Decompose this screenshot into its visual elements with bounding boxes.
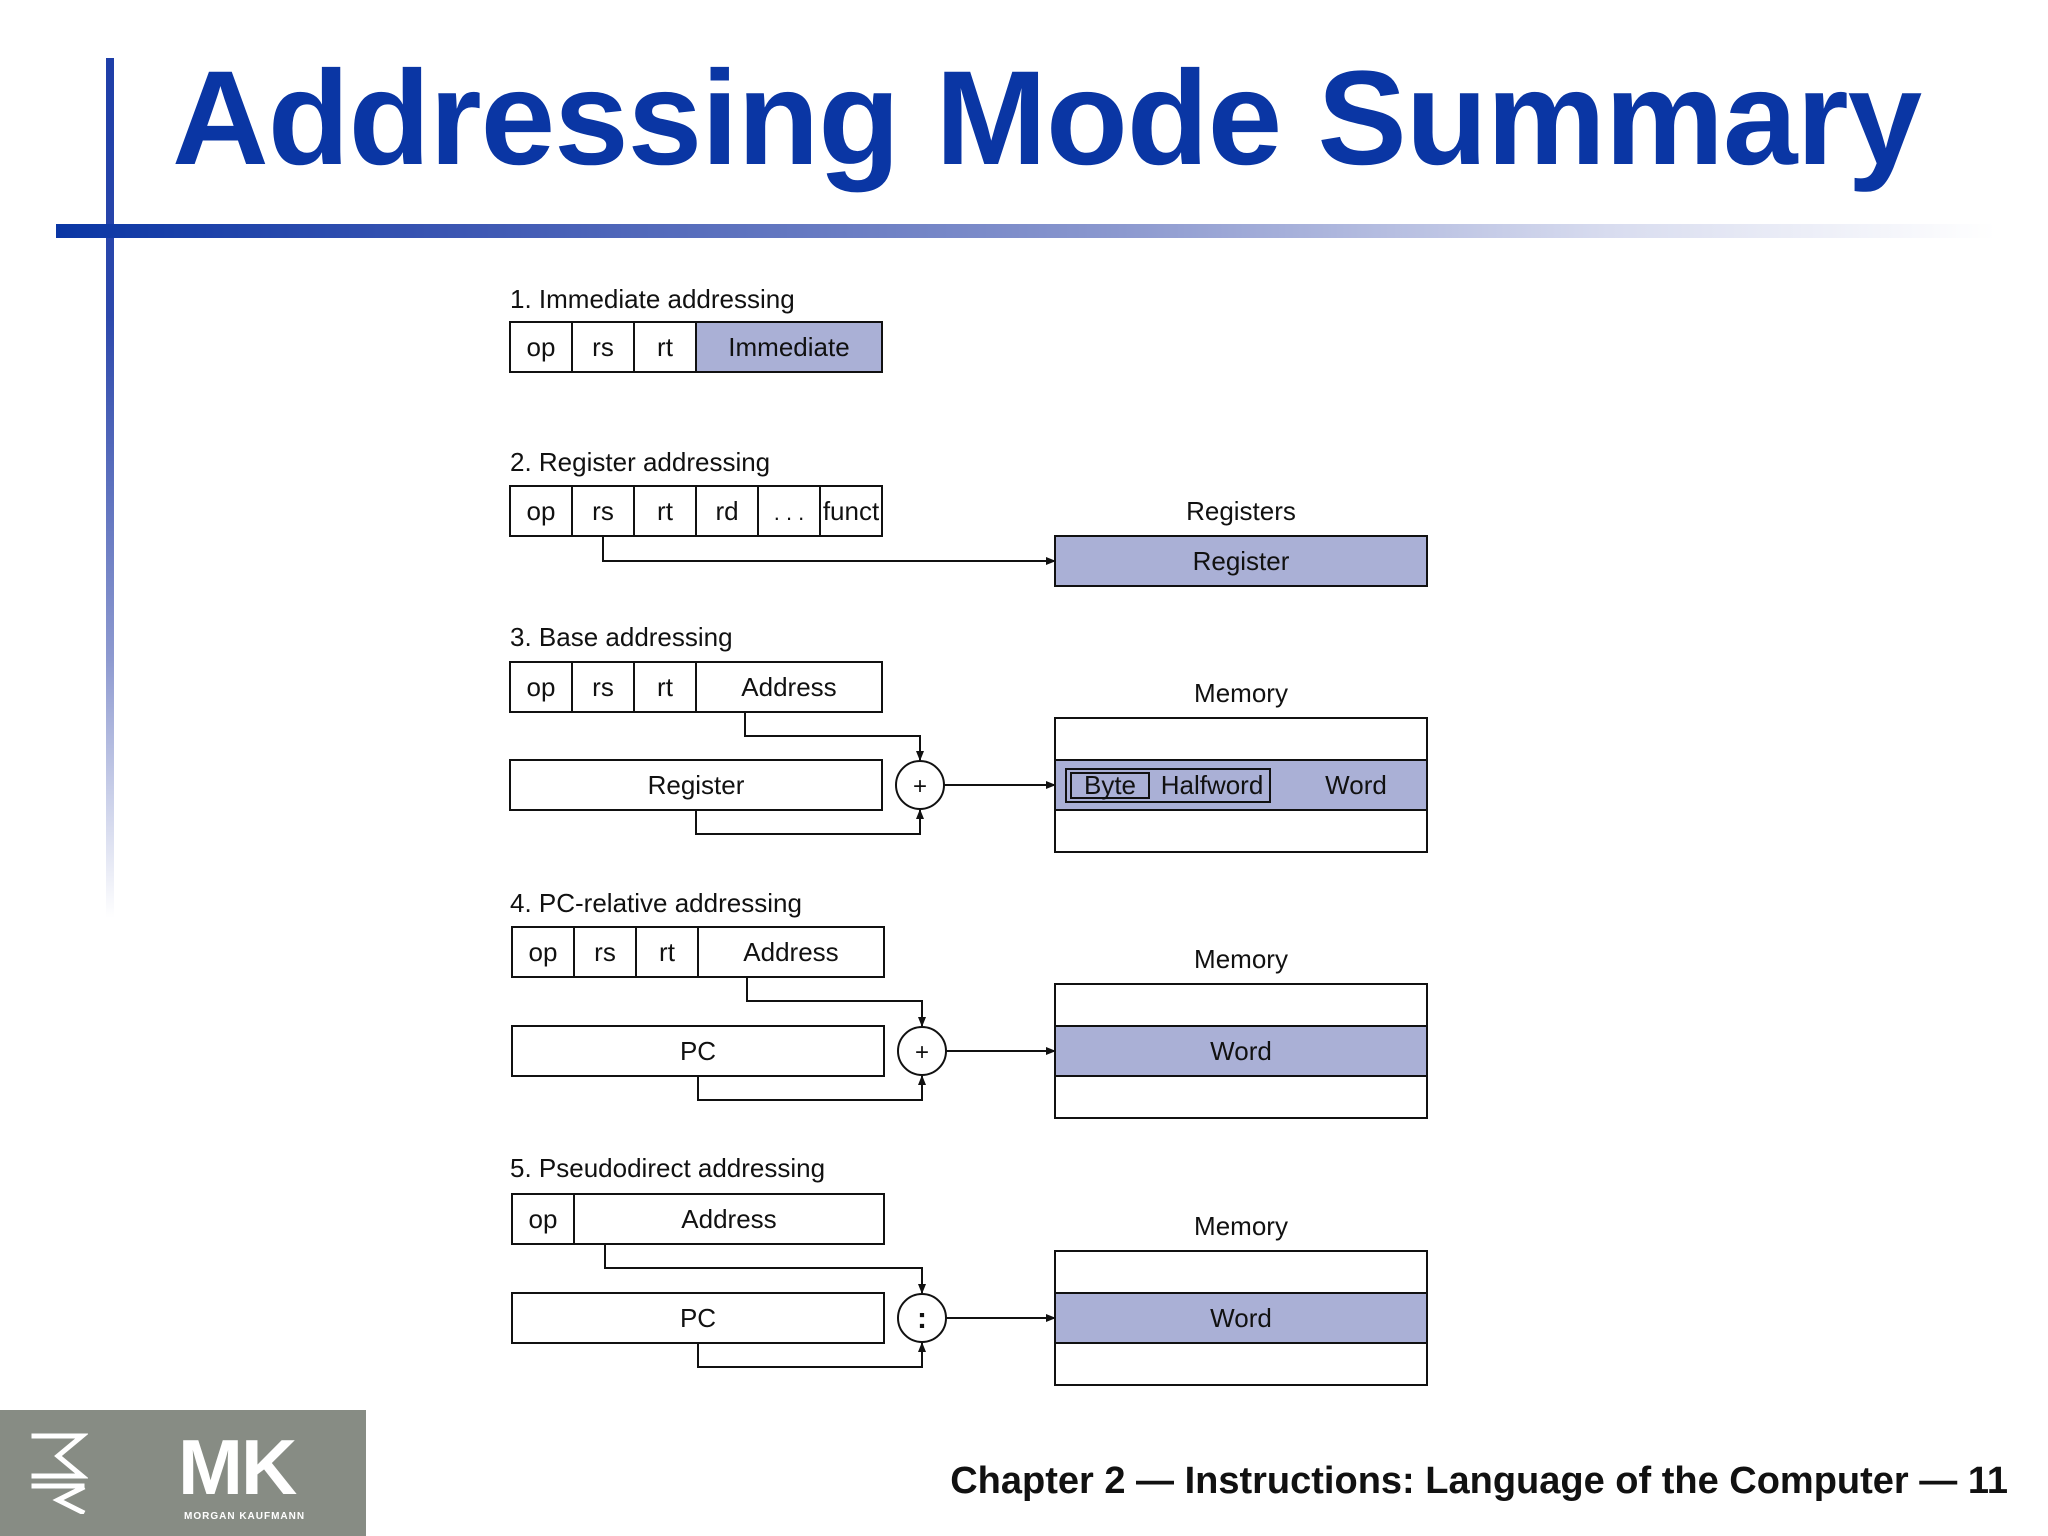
- mode-immediate: 1. Immediate addressing op rs rt Immedia…: [509, 284, 883, 373]
- field-rs: rs: [594, 937, 616, 967]
- decorative-vertical-rule: [106, 58, 114, 918]
- field-rs: rs: [592, 332, 614, 362]
- slide-title: Addressing Mode Summary: [172, 44, 1922, 193]
- field-op: op: [527, 672, 556, 702]
- mode-base: 3. Base addressing op rs rt Address Regi…: [509, 622, 1428, 853]
- memory-label: Memory: [1194, 678, 1288, 708]
- memory-label: Memory: [1194, 1211, 1288, 1241]
- field-rt: rt: [659, 937, 676, 967]
- halfword-outline: [1065, 768, 1271, 803]
- field-rt: rt: [657, 332, 674, 362]
- field-op: op: [527, 332, 556, 362]
- mode-register: 2. Register addressing op rs rt rd . . .…: [509, 447, 1428, 587]
- mode-1-heading: 1. Immediate addressing: [510, 284, 795, 314]
- memory-halfword: Halfword: [1161, 770, 1264, 800]
- memory-label: Memory: [1194, 944, 1288, 974]
- pc-source-label: PC: [680, 1036, 716, 1066]
- field-rd: rd: [715, 496, 738, 526]
- instruction-box: [511, 1193, 885, 1245]
- field-address: Address: [681, 1204, 776, 1234]
- field-address: Address: [741, 672, 836, 702]
- memory-box: [1054, 983, 1428, 1119]
- byte-outline: [1070, 772, 1150, 799]
- register-cell-label: Register: [1193, 546, 1290, 576]
- concat-operator: :: [917, 1302, 927, 1335]
- field-op: op: [527, 496, 556, 526]
- field-ellipsis: . . .: [774, 500, 805, 525]
- memory-box: [1054, 1250, 1428, 1386]
- mode-4-heading: 4. PC-relative addressing: [510, 888, 802, 918]
- mode-pseudodirect: 5. Pseudodirect addressing op Address PC…: [510, 1153, 1428, 1386]
- field-funct: funct: [823, 496, 880, 526]
- address-to-concat-arrow: [604, 1244, 926, 1294]
- memory-highlight-row: [1055, 1026, 1427, 1076]
- registers-label: Registers: [1186, 496, 1296, 526]
- logo-mark: MK: [178, 1423, 297, 1511]
- mode-3-heading: 3. Base addressing: [510, 622, 733, 652]
- memory-word: Word: [1210, 1303, 1272, 1333]
- register-to-adder-arrow: [695, 809, 924, 835]
- mode-pc-relative: 4. PC-relative addressing op rs rt Addre…: [510, 888, 1428, 1119]
- pc-to-concat-arrow: [697, 1342, 926, 1368]
- immediate-field-highlight: [696, 322, 882, 372]
- field-rs: rs: [592, 496, 614, 526]
- field-op: op: [529, 1204, 558, 1234]
- pc-to-adder-arrow: [697, 1075, 926, 1101]
- address-to-adder-arrow: [744, 712, 924, 761]
- memory-byte: Byte: [1084, 770, 1136, 800]
- memory-word: Word: [1210, 1036, 1272, 1066]
- register-source-label: Register: [648, 770, 745, 800]
- decorative-horizontal-rule: [56, 224, 1996, 238]
- field-rt: rt: [657, 496, 674, 526]
- mode-5-heading: 5. Pseudodirect addressing: [510, 1153, 825, 1183]
- slide-footer: Chapter 2 — Instructions: Language of th…: [950, 1460, 2008, 1502]
- pc-source-label: PC: [680, 1303, 716, 1333]
- rs-to-register-arrow: [602, 536, 1056, 565]
- register-cell: [1054, 535, 1428, 587]
- field-address: Address: [743, 937, 838, 967]
- field-op: op: [529, 937, 558, 967]
- memory-word: Word: [1325, 770, 1387, 800]
- field-rt: rt: [657, 672, 674, 702]
- memory-highlight-row: [1055, 1293, 1427, 1343]
- adder-operator: +: [913, 773, 927, 800]
- publisher-logo: MK MORGAN KAUFMANN: [0, 1410, 366, 1536]
- logo-subtitle: MORGAN KAUFMANN: [184, 1511, 306, 1522]
- adder-operator: +: [915, 1039, 929, 1066]
- mode-2-heading: 2. Register addressing: [510, 447, 770, 477]
- field-rs: rs: [592, 672, 614, 702]
- memory-box: [1054, 717, 1428, 853]
- address-to-adder-arrow: [746, 977, 926, 1027]
- field-immediate: Immediate: [728, 332, 849, 362]
- mk-rotated-logo-icon: [31, 1433, 88, 1514]
